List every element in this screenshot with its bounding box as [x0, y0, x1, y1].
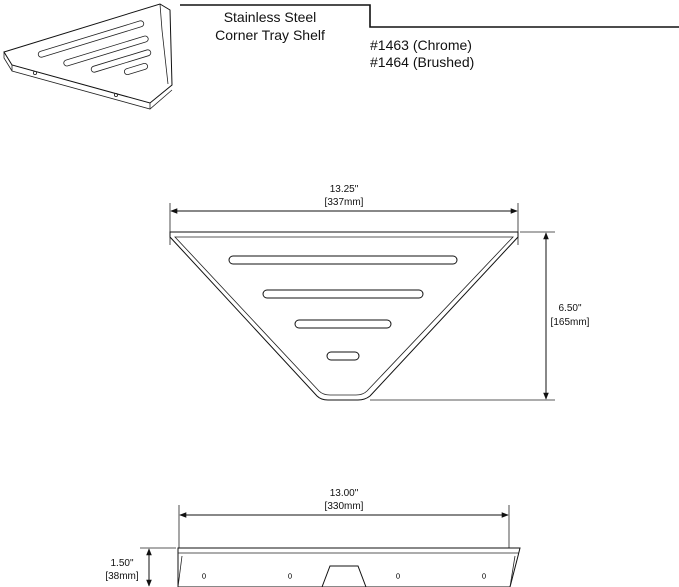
title-block-border: [180, 4, 679, 28]
top-view: 13.25" [337mm] 6.50" [165mm]: [169, 184, 590, 401]
mount-hole-4: [481, 573, 486, 579]
model-number-brushed: #1464 (Brushed): [370, 54, 474, 70]
shelf-front-notch: [321, 565, 367, 587]
mount-hole-1: [201, 573, 206, 579]
shelf-top-inner-edge: [174, 236, 514, 396]
shelf-top-outline: [169, 231, 519, 401]
top-width-imperial: 13.25": [330, 184, 359, 195]
shelf-front-outline: [177, 547, 521, 587]
front-width-metric: [330mm]: [325, 501, 364, 512]
mount-hole-3: [395, 573, 400, 579]
front-height-imperial: 1.50": [110, 558, 133, 569]
top-depth-imperial: 6.50": [558, 303, 581, 314]
shelf-front-left-panel: [177, 555, 183, 587]
mount-hole-2: [287, 573, 292, 579]
title-block: Stainless Steel Corner Tray Shelf #1463 …: [180, 4, 679, 70]
front-height-metric: [38mm]: [105, 571, 139, 582]
drain-slot-4: [326, 351, 360, 361]
drain-slot-1: [228, 255, 458, 265]
top-depth-metric: [165mm]: [551, 317, 590, 328]
front-width-imperial: 13.00": [330, 488, 359, 499]
shelf-perspective-thumbnail: [3, 3, 173, 110]
drain-slot-2: [262, 289, 424, 299]
front-view: 13.00" [330mm] 1.50" [38mm]: [105, 488, 521, 587]
product-title-line2: Corner Tray Shelf: [215, 27, 325, 43]
top-width-metric: [337mm]: [325, 197, 364, 208]
drain-slot-3: [294, 319, 392, 329]
product-title-line1: Stainless Steel: [224, 9, 317, 25]
shelf-front-right-panel: [509, 555, 516, 587]
model-number-chrome: #1463 (Chrome): [370, 37, 472, 53]
